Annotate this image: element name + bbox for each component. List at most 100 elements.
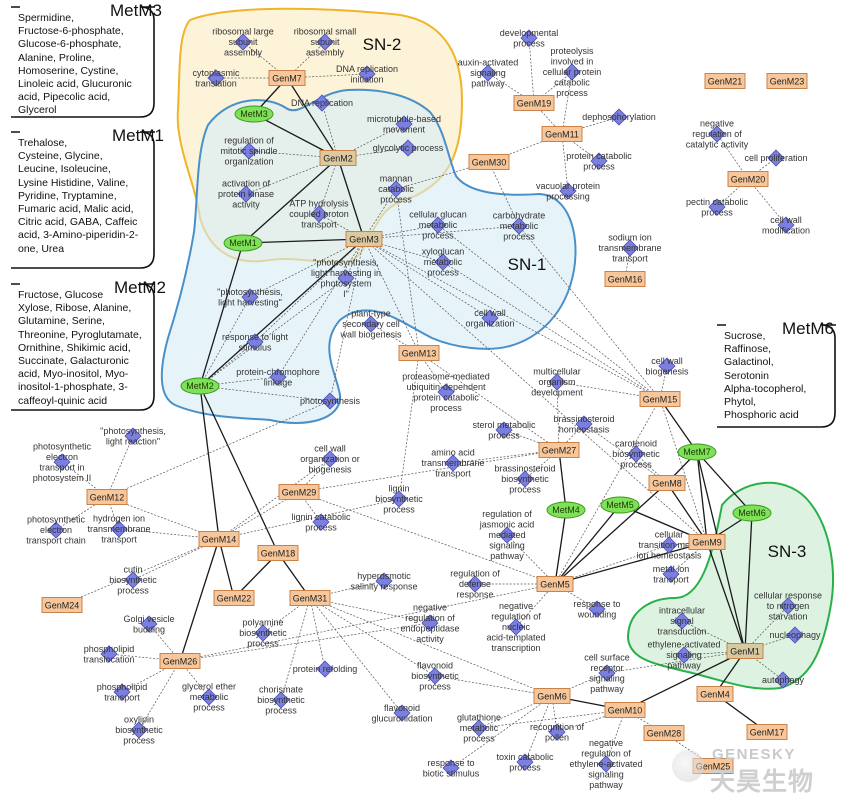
gene-node-genm13[interactable]: GenM13: [398, 345, 440, 361]
metabolite-node-metm5[interactable]: MetM5: [600, 496, 640, 514]
gene-node-genm8[interactable]: GenM8: [648, 475, 686, 491]
gene-node-genm19[interactable]: GenM19: [513, 95, 555, 111]
metabolite-node-metm6[interactable]: MetM6: [732, 504, 772, 522]
go-term-17[interactable]: cell proliferation: [744, 149, 808, 167]
go-term-35[interactable]: photosynthesis: [300, 392, 361, 410]
metabolite-node-metm3[interactable]: MetM3: [234, 105, 274, 123]
gene-node-genm22[interactable]: GenM22: [213, 590, 255, 606]
go-term-38[interactable]: "photosynthesis,light reaction": [100, 426, 166, 447]
gene-node-genm26[interactable]: GenM26: [159, 653, 201, 669]
gene-node-genm16[interactable]: GenM16: [604, 271, 646, 287]
go-term-14[interactable]: dephosphorylation: [582, 108, 656, 126]
gene-node-genm20[interactable]: GenM20: [727, 171, 769, 187]
gene-node-genm23[interactable]: GenM23: [766, 73, 808, 89]
gene-node-genm6[interactable]: GenM6: [533, 688, 571, 704]
gene-node-genm14[interactable]: GenM14: [198, 531, 240, 547]
gene-node-genm3[interactable]: GenM3: [345, 231, 383, 247]
gene-node-genm18[interactable]: GenM18: [257, 545, 299, 561]
go-term-67[interactable]: autophagy: [762, 671, 805, 689]
gene-node-genm30[interactable]: GenM30: [468, 154, 510, 170]
metabolite-node-metm4[interactable]: MetM4: [546, 501, 586, 519]
gene-node-genm7[interactable]: GenM7: [268, 70, 306, 86]
metabolite-node-metm2[interactable]: MetM2: [180, 377, 220, 395]
gene-node-genm29[interactable]: GenM29: [278, 484, 320, 500]
metabolite-node-metm1[interactable]: MetM1: [223, 234, 263, 252]
metabolite-node-metm7[interactable]: MetM7: [677, 443, 717, 461]
gene-node-genm15[interactable]: GenM15: [639, 391, 681, 407]
go-term-61[interactable]: nucleophagy: [769, 626, 821, 644]
gene-node-genm24[interactable]: GenM24: [41, 597, 83, 613]
go-term-65[interactable]: protein refolding: [293, 660, 358, 678]
gene-node-genm12[interactable]: GenM12: [86, 489, 128, 505]
gene-node-genm17[interactable]: GenM17: [746, 724, 788, 740]
gene-node-genm10[interactable]: GenM10: [604, 702, 646, 718]
gene-node-genm27[interactable]: GenM27: [538, 442, 580, 458]
gene-node-genm9[interactable]: GenM9: [688, 534, 726, 550]
gene-node-genm2[interactable]: GenM2: [319, 150, 357, 166]
go-term-8[interactable]: glycolytic process: [373, 139, 444, 157]
go-term-27[interactable]: "photosynthesis,light harvesting": [217, 287, 283, 308]
gene-node-genm21[interactable]: GenM21: [704, 73, 746, 89]
go-term-5[interactable]: DNA replication: [291, 94, 353, 112]
gene-node-genm5[interactable]: GenM5: [536, 576, 574, 592]
gene-node-genm28[interactable]: GenM28: [643, 725, 685, 741]
gene-node-genm1[interactable]: GenM1: [726, 643, 764, 659]
